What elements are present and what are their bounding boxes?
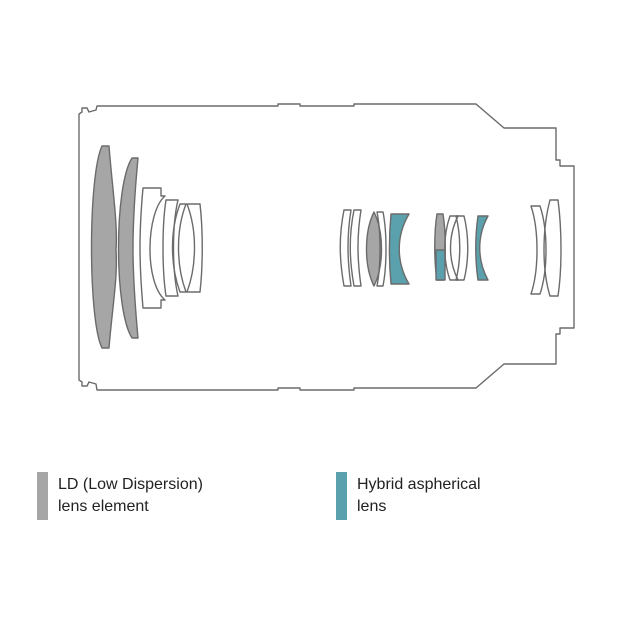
hybrid-aspherical-lens-2 bbox=[475, 215, 489, 281]
legend-hybrid: Hybrid aspherical lens bbox=[336, 472, 481, 520]
lens-barrel-outline bbox=[78, 103, 575, 391]
lens-element-7 bbox=[339, 209, 352, 287]
lens-element-5 bbox=[171, 203, 187, 293]
hybrid-swatch bbox=[336, 472, 347, 520]
hybrid-legend-line-2: lens bbox=[357, 498, 387, 515]
lens-element-15 bbox=[455, 215, 469, 281]
ld-lens-element-2 bbox=[117, 157, 139, 339]
lens-element-4 bbox=[162, 199, 179, 297]
lens-element-6 bbox=[186, 203, 203, 293]
legend-ld: LD (Low Dispersion) lens element bbox=[37, 472, 203, 520]
hybrid-legend-label: Hybrid aspherical lens bbox=[357, 472, 481, 518]
ld-legend-label: LD (Low Dispersion) lens element bbox=[58, 472, 203, 518]
ld-swatch bbox=[37, 472, 48, 520]
ld-legend-line-1: LD (Low Dispersion) bbox=[58, 476, 203, 493]
lens-element-10 bbox=[376, 211, 387, 287]
lens-element-18 bbox=[543, 199, 562, 297]
lens-construction-diagram bbox=[78, 103, 575, 391]
lens-element-17 bbox=[530, 205, 547, 295]
ld-legend-line-2: lens element bbox=[58, 498, 149, 515]
lens-element-8 bbox=[349, 209, 362, 287]
hybrid-aspherical-lens-1 bbox=[388, 213, 410, 285]
lens-element-14 bbox=[444, 215, 459, 281]
hybrid-legend-line-1: Hybrid aspherical bbox=[357, 476, 481, 493]
ld-lens-element-1 bbox=[90, 145, 118, 349]
lens-element-3 bbox=[139, 187, 166, 309]
lens-element-13 bbox=[435, 249, 446, 281]
